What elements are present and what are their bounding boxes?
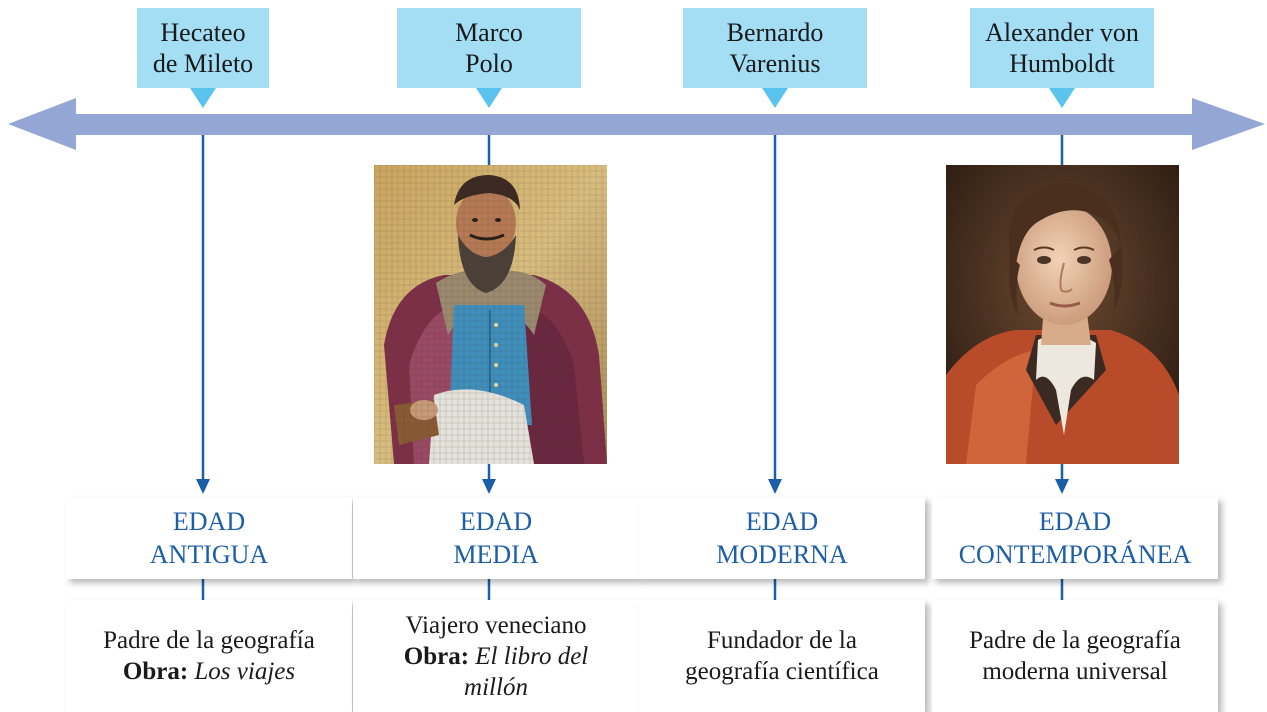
name-text: Marco (455, 18, 523, 47)
name-box-varenius: Bernardo Varenius (683, 8, 867, 88)
name-pointer-varenius (762, 88, 788, 108)
name-pointer-hecateo (190, 88, 216, 108)
description-text: moderna universal (982, 658, 1168, 685)
era-box-contemporanea: EDAD CONTEMPORÁNEA (932, 497, 1218, 579)
name-pointer-humboldt (1049, 88, 1075, 108)
description-box-hecateo: Padre de la geografía Obra: Los viajes (66, 600, 352, 712)
work-line: millón (464, 672, 528, 703)
work-title: millón (464, 673, 528, 701)
description-text: geografía científica (685, 658, 879, 685)
name-text: Bernardo (726, 18, 824, 47)
description-box-humboldt: Padre de la geografía moderna universal (932, 600, 1218, 712)
name-text: Varenius (729, 49, 821, 78)
connector-arrowhead-humboldt (1055, 479, 1069, 494)
connector-arrowhead-hecateo (196, 479, 210, 494)
name-text: Alexander von (985, 18, 1139, 47)
name-text: Humboldt (1009, 49, 1115, 78)
work-title: El libro del (475, 642, 589, 670)
description-text: Padre de la geografía (103, 627, 315, 654)
work-label: Obra: (122, 658, 189, 685)
era-label: EDAD (172, 507, 246, 536)
era-label: EDAD (1038, 507, 1112, 536)
name-text: Polo (465, 49, 513, 78)
name-text: Hecateo (160, 18, 246, 47)
era-label: ANTIGUA (149, 540, 269, 569)
description-text: Padre de la geografía (969, 627, 1181, 654)
description-text: Viajero veneciano (405, 611, 587, 639)
name-box-hecateo: Hecateo de Mileto (137, 8, 269, 88)
name-box-marco-polo: Marco Polo (397, 8, 581, 88)
connector-arrowhead-varenius (768, 479, 782, 494)
era-label: EDAD (745, 507, 819, 536)
description-box-marco-polo: Viajero veneciano Obra: El libro del mil… (353, 600, 639, 712)
era-label: CONTEMPORÁNEA (958, 540, 1192, 569)
era-label: MODERNA (716, 540, 848, 569)
era-box-moderna: EDAD MODERNA (639, 497, 925, 579)
connector-arrowhead-marco-polo (482, 479, 496, 494)
description-text: Fundador de la (707, 627, 857, 654)
work-title: Los viajes (194, 658, 296, 685)
name-box-humboldt: Alexander von Humboldt (970, 8, 1154, 88)
era-label: EDAD (459, 507, 533, 536)
name-text: de Mileto (152, 49, 254, 78)
portrait-marco-polo (374, 165, 607, 464)
portrait-humboldt (946, 165, 1179, 464)
timeline-axis-arrow (8, 98, 1265, 150)
description-box-varenius: Fundador de la geografía científica (639, 600, 925, 712)
work-line: Obra: Los viajes (123, 656, 295, 687)
era-box-antigua: EDAD ANTIGUA (66, 497, 352, 579)
name-pointer-marco-polo (476, 88, 502, 108)
era-box-media: EDAD MEDIA (353, 497, 639, 579)
era-label: MEDIA (453, 540, 539, 569)
work-label: Obra: (403, 642, 470, 670)
work-line: Obra: El libro del (404, 641, 588, 672)
